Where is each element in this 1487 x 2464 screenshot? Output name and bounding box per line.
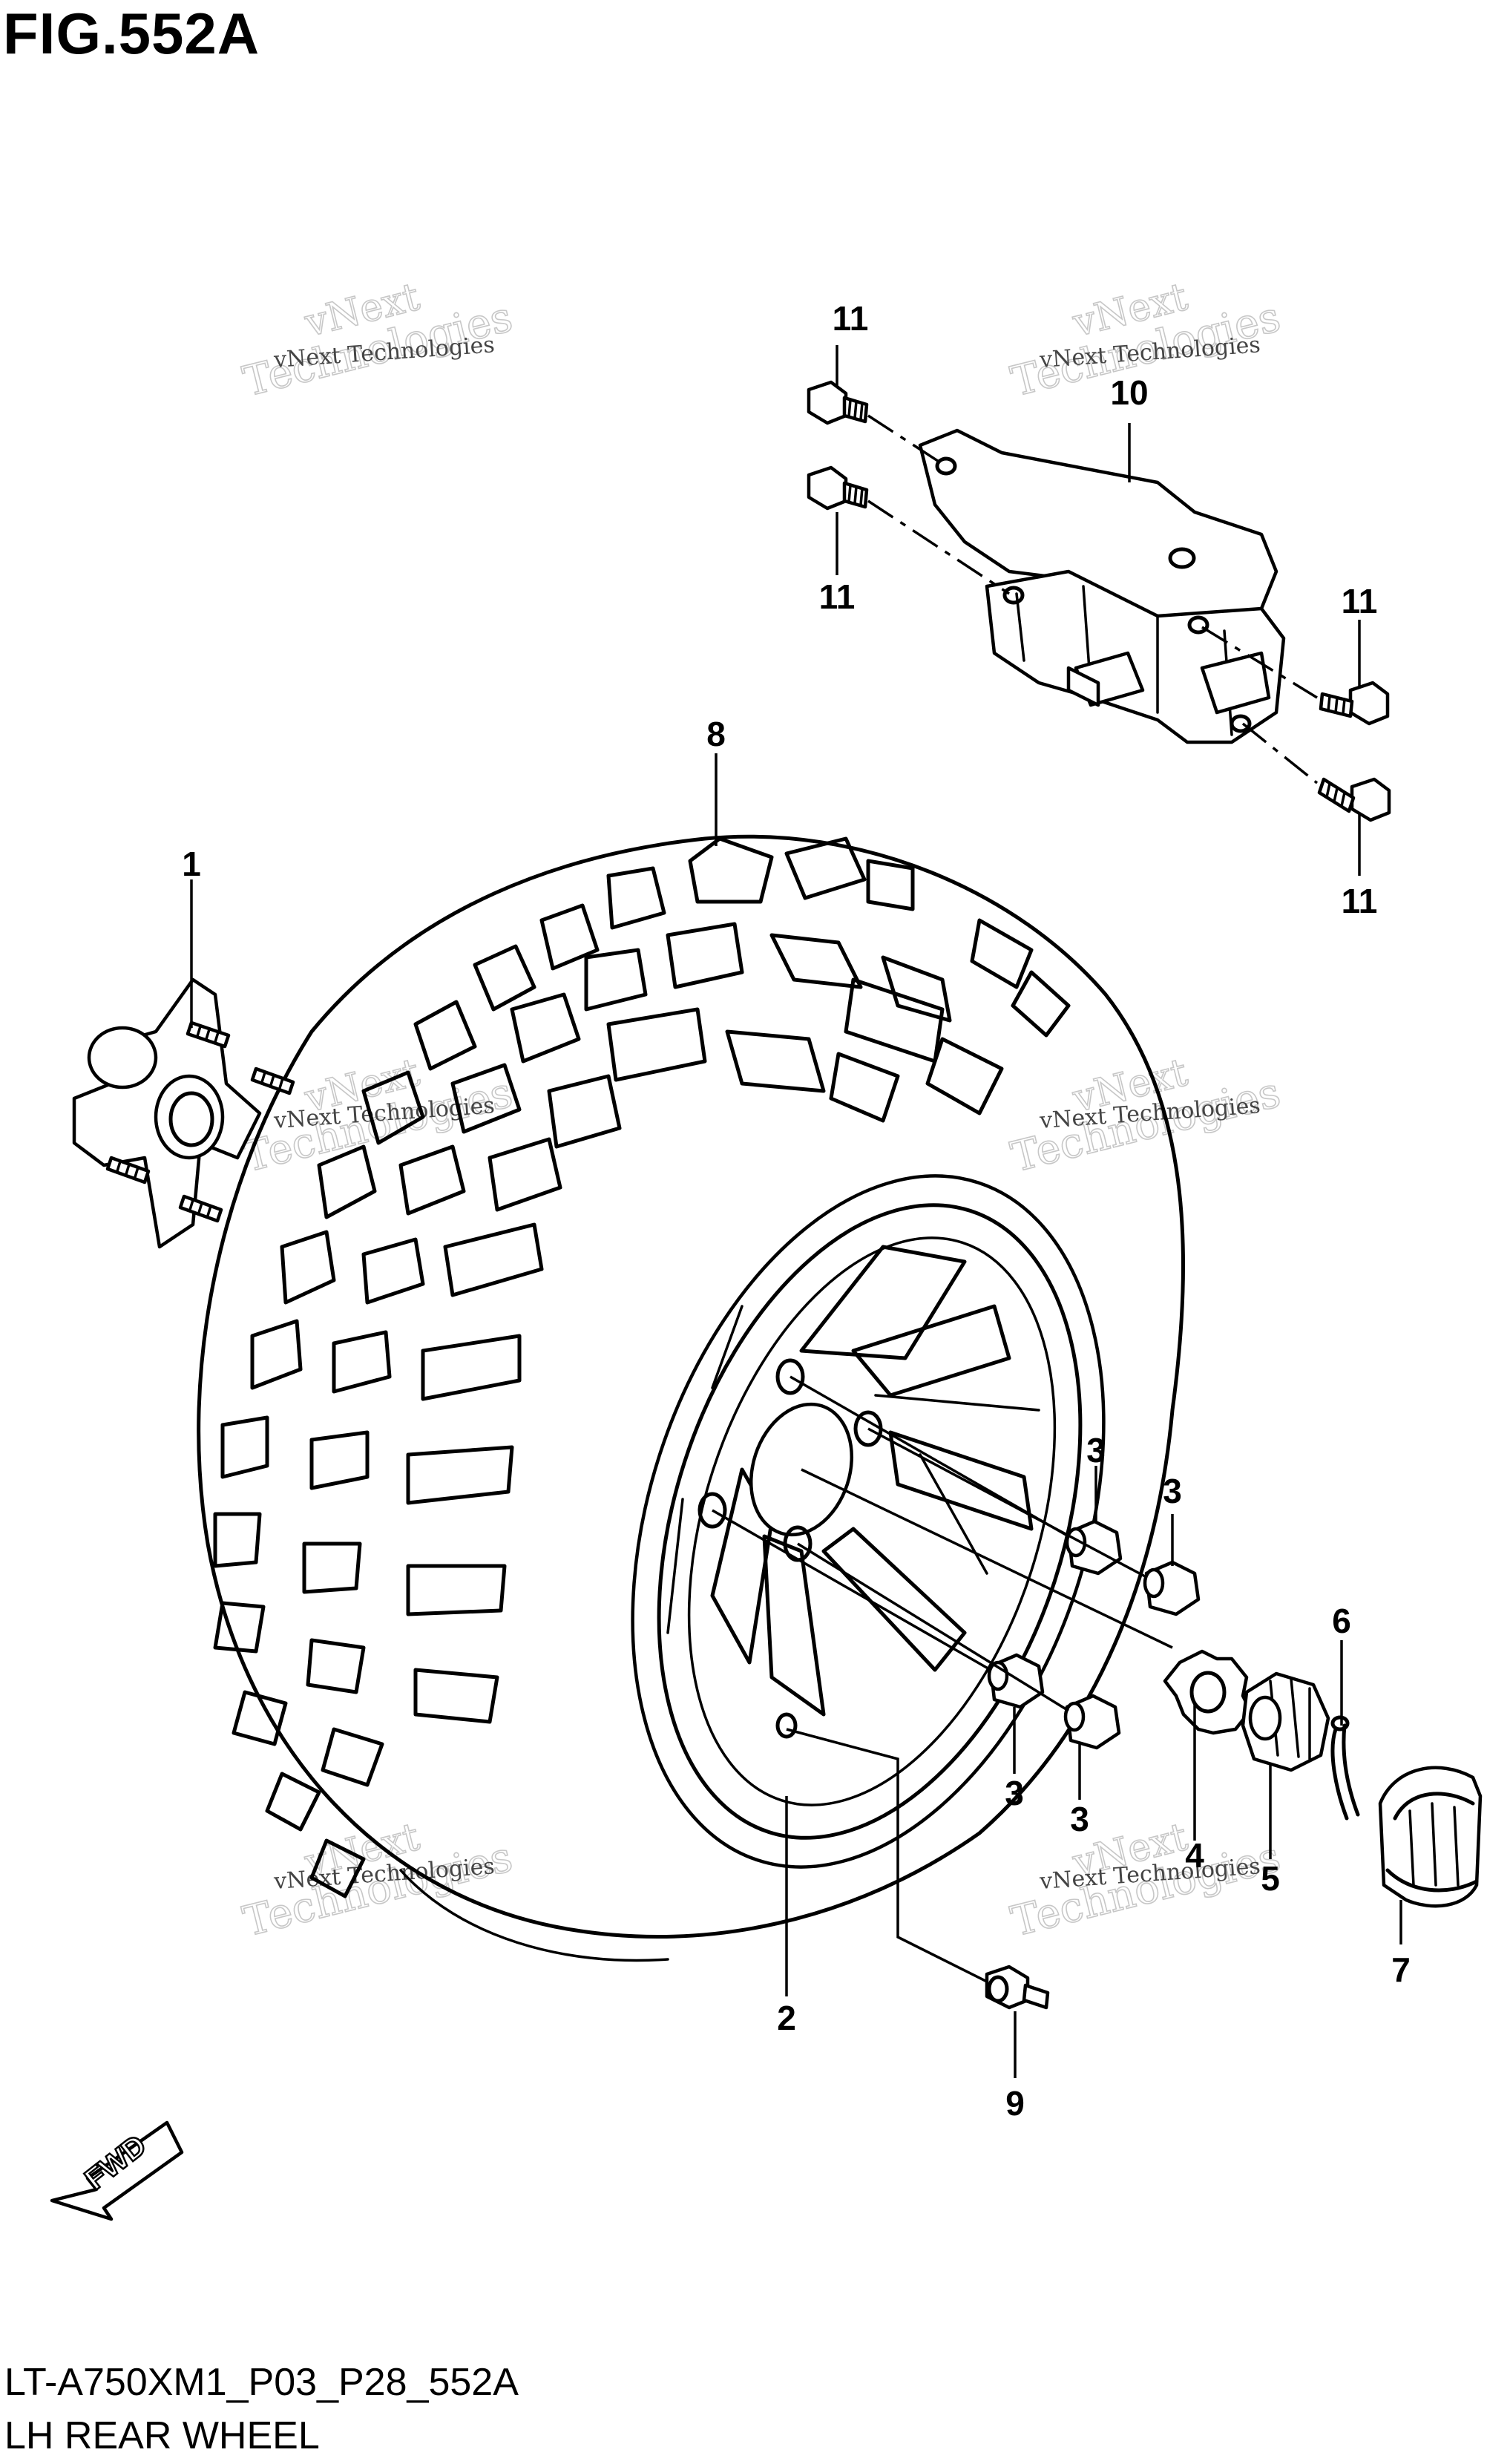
bracket-hole <box>1002 586 1025 605</box>
callout-9: 9 <box>1005 2084 1025 2123</box>
callout-leaders <box>190 345 1402 2078</box>
fwd-arrow: FWD <box>50 2120 184 2221</box>
wheel-nut-4 <box>1063 1694 1121 1750</box>
washer <box>1163 1649 1253 1735</box>
bracket-hole <box>935 456 957 476</box>
wheel-nut-3 <box>987 1653 1045 1709</box>
cotter-pin <box>1330 1715 1360 1821</box>
tread-blocks <box>213 836 1071 1898</box>
rim-outer <box>631 1174 1106 1869</box>
stud-hole <box>697 1492 727 1529</box>
callout-1: 1 <box>182 845 201 883</box>
figure-title: FIG.552A <box>3 1 260 66</box>
wheel-nuts <box>987 1519 1201 1750</box>
callout-10: 10 <box>1110 373 1148 412</box>
wheel-nut-1 <box>1065 1519 1123 1576</box>
wheel-rim <box>631 1174 1106 1869</box>
figure-code: LT-A750XM1_P03_P28_552A <box>4 2361 519 2404</box>
valve <box>985 1965 1050 2010</box>
callout-8: 8 <box>706 715 726 753</box>
callout-3: 3 <box>1086 1431 1106 1469</box>
stud-hole <box>775 1358 805 1395</box>
callout-5: 5 <box>1261 1859 1280 1898</box>
hub-spline <box>168 1091 214 1147</box>
callout-3: 3 <box>1005 1774 1024 1812</box>
callout-7: 7 <box>1391 1950 1411 1989</box>
rim-spokes <box>666 1245 1040 1717</box>
hub-studs <box>105 1020 295 1223</box>
rim-inner <box>687 1236 1057 1806</box>
callout-6: 6 <box>1332 1602 1351 1640</box>
callout-4: 4 <box>1185 1836 1204 1875</box>
callout-11: 11 <box>833 299 869 338</box>
tire <box>197 834 1186 1962</box>
bolt-top-2 <box>807 465 869 511</box>
callout-2: 2 <box>777 1999 796 2037</box>
castle-nut <box>1241 1671 1330 1772</box>
hub-boss <box>87 1026 158 1090</box>
bolt-right-1 <box>1319 681 1390 726</box>
bracket-hole <box>1187 615 1209 635</box>
tire-outline <box>197 834 1186 1939</box>
valve-hole <box>775 1712 798 1739</box>
washer-hole <box>1189 1671 1227 1714</box>
callout-numbers: 1 2 3 3 3 3 4 5 6 7 8 9 10 11 11 11 11 <box>182 299 1411 2123</box>
bracket <box>918 428 1286 744</box>
hub <box>72 977 295 1249</box>
bracket-hole <box>1168 547 1196 569</box>
wheel-nut-2 <box>1143 1560 1201 1616</box>
callout-3: 3 <box>1070 1800 1089 1838</box>
callout-3: 3 <box>1163 1472 1182 1510</box>
figure-subtitle: LH REAR WHEEL <box>4 2414 320 2457</box>
bracket-hole <box>1230 714 1252 733</box>
bolts <box>807 380 1391 822</box>
tire-sidewall <box>399 1869 669 1962</box>
callout-11: 11 <box>1342 582 1378 620</box>
watermark-top-left: vNext Technologies <box>238 274 518 407</box>
callout-11: 11 <box>819 577 856 616</box>
hub-cap <box>1378 1766 1483 1908</box>
bolt-right-2 <box>1317 777 1391 822</box>
bolt-top-1 <box>807 380 869 425</box>
rim-flange <box>657 1203 1083 1840</box>
callout-11: 11 <box>1342 882 1378 920</box>
